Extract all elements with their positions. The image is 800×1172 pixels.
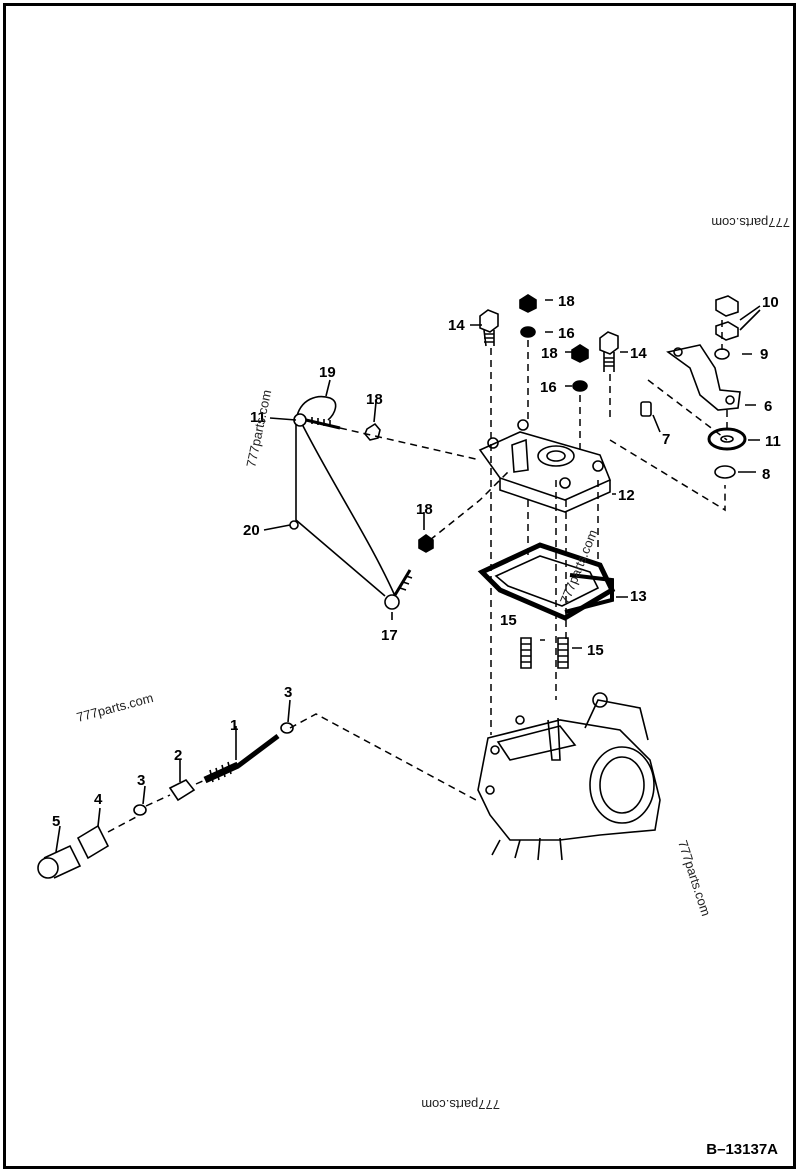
callout-2: 2 xyxy=(174,747,182,764)
stud-right xyxy=(557,637,569,669)
callout-18-mid: 18 xyxy=(541,345,558,362)
callout-11-left: 11 xyxy=(250,409,266,426)
callout-9: 9 xyxy=(760,346,768,363)
watermark-center: 777parts.com xyxy=(557,527,600,606)
watermark-mid-left: 777parts.com xyxy=(243,388,274,468)
lever xyxy=(666,344,741,411)
callout-16-top: 16 xyxy=(558,325,575,342)
callout-8: 8 xyxy=(762,466,770,483)
cover-plate xyxy=(478,419,612,513)
watermark-right: 777parts.com xyxy=(675,838,714,918)
watermark-bottom: 777parts.com xyxy=(421,1097,500,1112)
callout-5: 5 xyxy=(52,813,60,830)
callout-18-top: 18 xyxy=(558,293,575,310)
callout-14-right: 14 xyxy=(630,345,647,362)
bolt-left xyxy=(479,309,499,347)
callout-15-right: 15 xyxy=(587,642,604,659)
callout-15-left: 15 xyxy=(500,612,517,629)
callout-16-bottom: 16 xyxy=(540,379,557,396)
stud-left xyxy=(520,637,532,669)
watermark-top-right: 777parts.com xyxy=(711,215,790,230)
callout-10: 10 xyxy=(762,294,779,311)
callout-1: 1 xyxy=(230,717,238,734)
callout-18-left: 18 xyxy=(366,391,383,408)
callout-12: 12 xyxy=(618,487,635,504)
cable-assembly xyxy=(37,722,294,879)
spring-link xyxy=(289,395,434,610)
callout-11-right: 11 xyxy=(765,433,781,450)
callout-3-bottom: 3 xyxy=(137,772,145,789)
callout-14-left: 14 xyxy=(448,317,465,334)
callout-20: 20 xyxy=(243,522,260,539)
nut-lower xyxy=(715,321,739,341)
callout-17: 17 xyxy=(381,627,398,644)
watermark-left: 777parts.com xyxy=(75,690,155,725)
callout-18-lower: 18 xyxy=(416,501,433,518)
key xyxy=(640,401,652,417)
governor-housing xyxy=(477,692,661,861)
dashed-leaders xyxy=(107,320,728,833)
callout-19: 19 xyxy=(319,364,336,381)
bolt-right xyxy=(599,331,619,372)
callout-6: 6 xyxy=(764,398,772,415)
drawing-code: B–13137A xyxy=(706,1141,778,1158)
gasket xyxy=(477,542,616,621)
washer-large xyxy=(707,427,747,451)
callout-4: 4 xyxy=(94,791,103,808)
washer-small xyxy=(714,348,730,360)
callout-7: 7 xyxy=(662,431,670,448)
o-ring xyxy=(714,465,736,479)
callout-3-top: 3 xyxy=(284,684,292,701)
nut-upper xyxy=(715,295,739,317)
callout-13: 13 xyxy=(630,588,647,605)
